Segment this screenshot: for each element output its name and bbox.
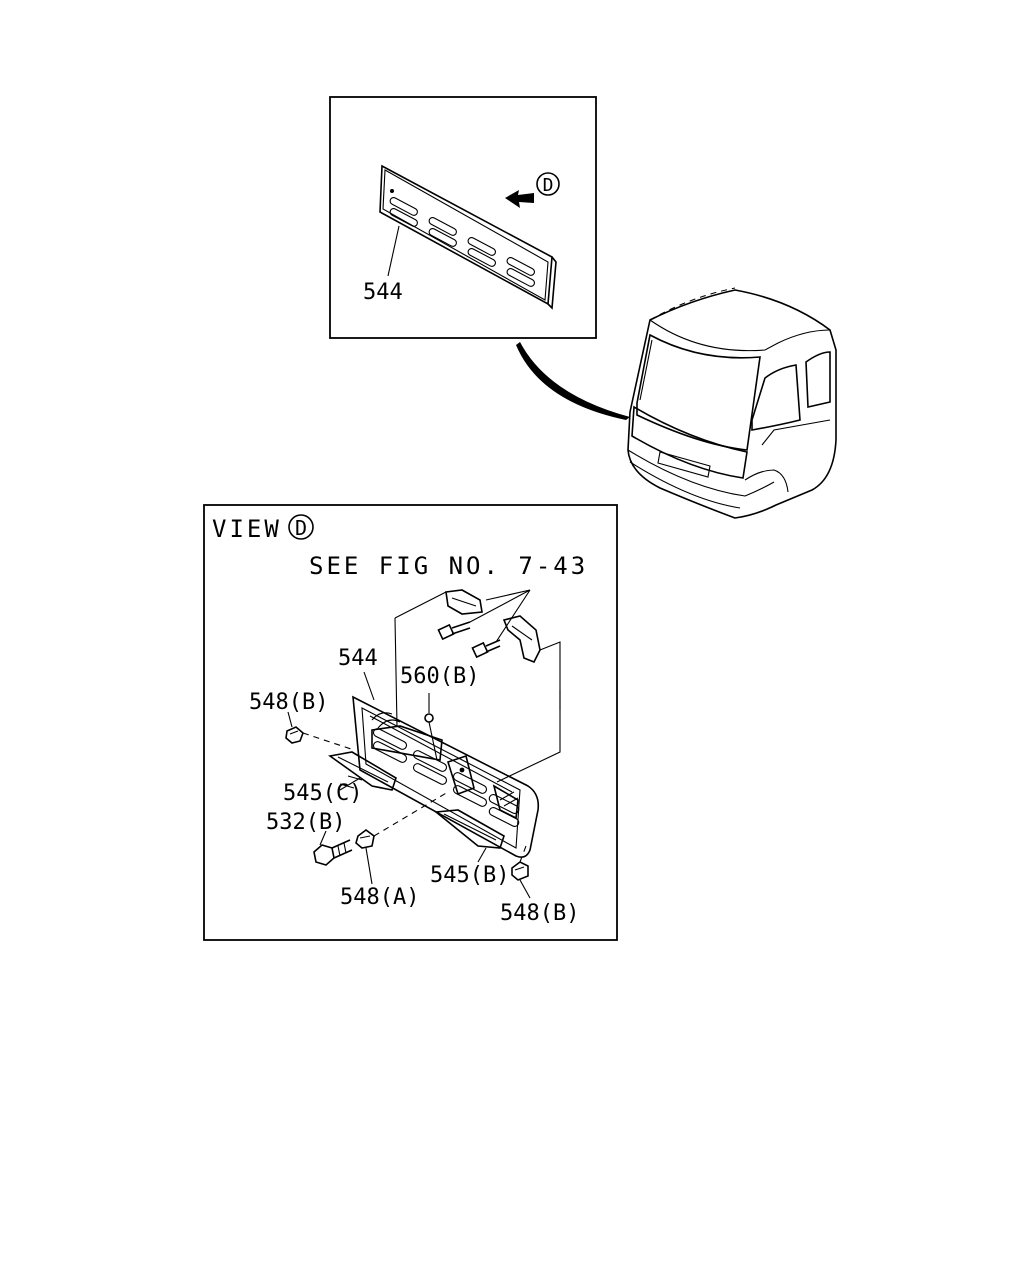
view-d-box: VIEW D SEE FIG NO. 7-43 <box>203 504 618 941</box>
view-arrow-letter: D <box>543 175 554 196</box>
part-label-544-detail: 544 <box>363 280 403 305</box>
clip-548b-right <box>511 861 529 881</box>
label-548b-left: 548(B) <box>249 690 328 715</box>
label-548b-right: 548(B) <box>500 901 579 926</box>
label-560b: 560(B) <box>400 664 479 689</box>
mounting-brackets <box>437 589 541 664</box>
callout-arrow <box>516 342 630 420</box>
clip-560b <box>424 713 434 723</box>
truck-cab <box>627 287 837 519</box>
view-marker-letter: D <box>295 516 307 540</box>
strip-545b <box>433 809 505 849</box>
strip-545c <box>327 751 397 791</box>
detail-frame <box>329 96 597 339</box>
grille-panel-view <box>352 695 540 858</box>
bolt-532b <box>313 839 353 866</box>
leader-544-detail <box>387 225 400 277</box>
view-d-frame <box>203 504 618 941</box>
label-545b: 545(B) <box>430 863 509 888</box>
clip-548a <box>355 829 375 849</box>
label-544: 544 <box>338 646 378 671</box>
label-532b: 532(B) <box>266 810 345 835</box>
grille-panel-detail <box>379 164 557 310</box>
label-545c: 545(C) <box>283 781 362 806</box>
label-548a: 548(A) <box>340 885 419 910</box>
detail-box: 544 D <box>329 96 597 339</box>
view-arrow-d: D <box>505 172 560 208</box>
clip-548b-left <box>285 726 304 744</box>
view-marker-circle <box>288 514 314 540</box>
see-fig-note: SEE FIG NO. 7-43 <box>309 552 588 580</box>
view-title: VIEW <box>212 515 282 543</box>
